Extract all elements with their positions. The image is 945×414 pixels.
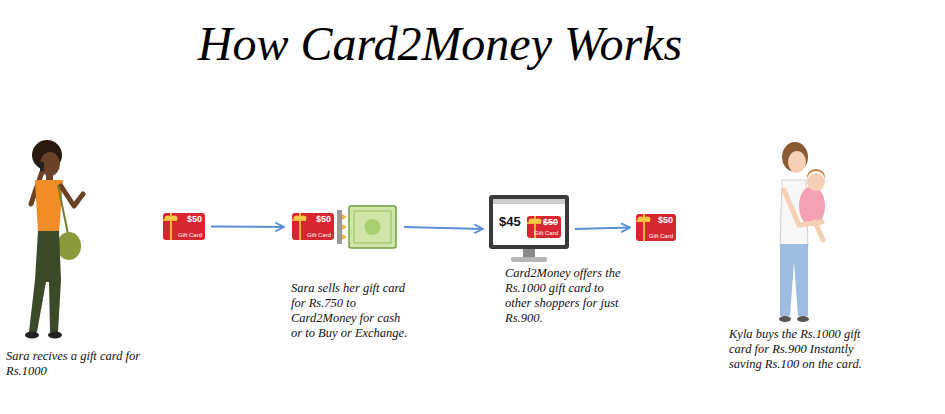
step-caption: Card2Money offers the Rs.1000 gift card … bbox=[505, 266, 631, 326]
card-slot bbox=[337, 210, 342, 244]
bow-loop bbox=[535, 219, 542, 224]
flow-arrow bbox=[211, 226, 284, 229]
card-value: $50 bbox=[187, 215, 202, 224]
card-value: $50 bbox=[316, 215, 331, 224]
step-caption: Sara sells her gift card for Rs.750 to C… bbox=[291, 281, 409, 341]
page-title: How Card2Money Works bbox=[140, 14, 740, 74]
bow-loop bbox=[638, 217, 645, 222]
kyla-figure bbox=[779, 142, 825, 322]
bag-strap bbox=[58, 185, 68, 234]
slot-arrow bbox=[342, 234, 347, 240]
bow-loop bbox=[644, 217, 651, 222]
bow-loop bbox=[165, 216, 172, 221]
card-label: Gift Card bbox=[649, 233, 673, 239]
card-to-cash: $50Gift Card bbox=[290, 203, 398, 251]
arm-shape bbox=[784, 190, 822, 225]
shoe-shape bbox=[779, 316, 791, 322]
gift-card: $50Gift Card bbox=[163, 213, 205, 240]
website-monitor: $45 $50Gift Card bbox=[489, 195, 569, 263]
card-face: $50Gift Card bbox=[163, 213, 205, 240]
card-value: $50 bbox=[543, 218, 558, 227]
slot-arrow bbox=[342, 214, 347, 220]
flow-arrow bbox=[404, 227, 483, 229]
bow-loop bbox=[529, 219, 536, 224]
bag-shape bbox=[57, 232, 81, 260]
jeans-shape bbox=[780, 244, 808, 316]
bow-loop bbox=[300, 216, 307, 221]
flow-arrow bbox=[575, 228, 630, 230]
sara-figure bbox=[25, 140, 83, 339]
shoe-shape bbox=[25, 332, 39, 339]
monitor-neck bbox=[523, 249, 535, 258]
card-label: Gift Card bbox=[178, 232, 202, 238]
child-hair bbox=[807, 169, 825, 180]
bow-loop bbox=[171, 216, 178, 221]
gift-card: $50Gift Card bbox=[527, 216, 561, 238]
site-header-bar bbox=[493, 199, 565, 204]
banknote-seal bbox=[365, 219, 381, 235]
gift-card: $50Gift Card bbox=[636, 214, 676, 241]
card-label: Gift Card bbox=[534, 230, 558, 236]
monitor-base bbox=[511, 257, 547, 262]
phone-shape bbox=[40, 162, 44, 171]
banknote bbox=[349, 206, 396, 248]
slot-arrow bbox=[342, 224, 347, 230]
card-face: $50Gift Card bbox=[292, 213, 334, 240]
monitor-bezel bbox=[489, 195, 569, 249]
banknote-border bbox=[354, 211, 391, 243]
hair-shape bbox=[782, 142, 808, 172]
card-face: $50Gift Card bbox=[527, 216, 561, 238]
trousers-shape bbox=[29, 231, 61, 332]
card-face: $50Gift Card bbox=[636, 214, 676, 241]
card-value: $50 bbox=[658, 216, 673, 225]
arm-shape bbox=[61, 186, 83, 206]
shoe-shape bbox=[48, 332, 62, 339]
child-head bbox=[807, 173, 825, 191]
face-shape bbox=[788, 151, 806, 173]
step-caption: Kyla buys the Rs.1000 gift card for Rs.9… bbox=[729, 327, 869, 372]
bow-loop bbox=[294, 216, 301, 221]
card-label: Gift Card bbox=[307, 232, 331, 238]
step-caption: Sara recives a gift card for Rs.1000 bbox=[6, 349, 156, 379]
shoe-shape bbox=[797, 316, 809, 322]
price-text: $45 bbox=[499, 215, 521, 228]
